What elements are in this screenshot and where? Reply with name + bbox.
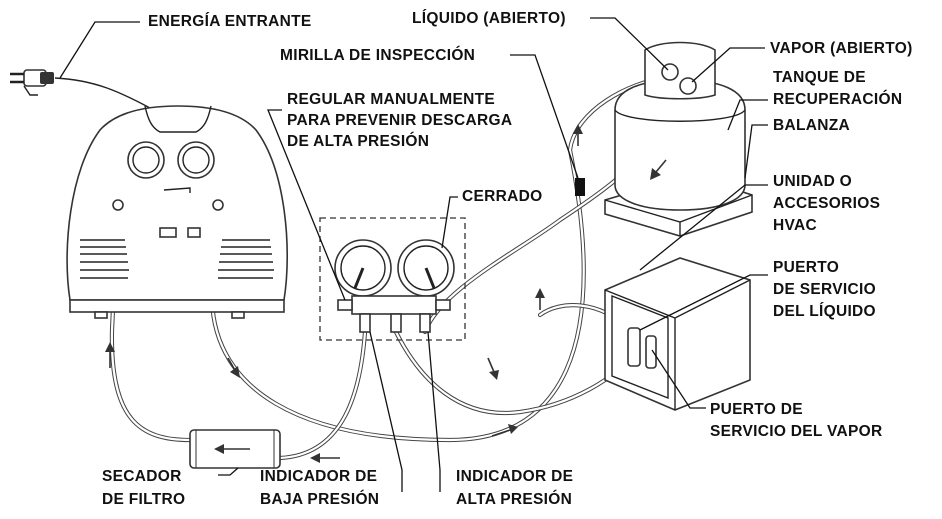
power-cord: [54, 77, 151, 109]
label-regulate-line2: PARA PREVENIR DESCARGA: [287, 112, 512, 129]
port-right: [212, 199, 224, 211]
high-side-valve-knob: [435, 299, 451, 311]
sight-glass-icon: [575, 178, 585, 196]
label-hvac-line3: HVAC: [773, 217, 817, 234]
hose-manifold-to-drier: [277, 329, 368, 461]
filter-drier: [189, 429, 281, 469]
flow-arrow-left-bottom: [310, 453, 340, 463]
label-closed: CERRADO: [462, 188, 542, 205]
label-low-gauge-line1: INDICADOR DE: [260, 468, 377, 485]
flow-arrow-up-left: [105, 342, 115, 368]
label-vapor-port-line2: SERVICIO DEL VAPOR: [710, 423, 883, 440]
flow-arrow-down: [227, 357, 240, 378]
label-vapor-open: VAPOR (ABIERTO): [770, 40, 913, 57]
flow-arrow-up-center: [535, 288, 545, 310]
label-filter-drier-line2: DE FILTRO: [102, 491, 185, 508]
label-liquid-port-line3: DEL LÍQUIDO: [773, 303, 876, 320]
label-hvac-line2: ACCESORIOS: [773, 195, 880, 212]
label-recovery-tank-line1: TANQUE DE: [773, 69, 866, 86]
hvac-unit: [604, 257, 751, 411]
flow-arrow-up-tank: [573, 124, 583, 146]
label-liquid-port-line2: DE SERVICIO: [773, 281, 876, 298]
label-hvac-line1: UNIDAD O: [773, 173, 852, 190]
flow-arrow-down-center: [487, 357, 499, 380]
label-regulate-line1: REGULAR MANUALMENTE: [287, 91, 495, 108]
recovery-tank-scale: [604, 41, 753, 237]
manifold-frame: [319, 217, 466, 341]
label-sight-glass: MIRILLA DE INSPECCIÓN: [280, 46, 475, 64]
recovery-machine: [66, 105, 288, 319]
label-low-gauge-line2: BAJA PRESIÓN: [260, 490, 379, 508]
label-recovery-tank-line2: RECUPERACIÓN: [773, 90, 902, 108]
leader-lines: [59, 17, 768, 492]
label-liquid-open: LÍQUIDO (ABIERTO): [412, 10, 566, 27]
flow-arrow-down-tank: [650, 159, 667, 180]
hose-manifold-to-vapor-port: [393, 329, 643, 416]
hose-drier-to-machine: [109, 202, 193, 443]
port-left: [112, 199, 124, 211]
label-incoming-power: ENERGÍA ENTRANTE: [148, 13, 312, 30]
vapor-service-port: [645, 335, 657, 369]
low-side-valve-knob: [337, 299, 353, 311]
flow-arrow-right-bottom: [491, 424, 518, 437]
flow-arrows: [105, 124, 667, 463]
label-high-gauge-line1: INDICADOR DE: [456, 468, 573, 485]
label-regulate-line3: DE ALTA PRESIÓN: [287, 132, 429, 150]
label-high-gauge-line2: ALTA PRESIÓN: [456, 490, 572, 508]
label-scale: BALANZA: [773, 117, 850, 134]
switch-icon: [159, 227, 177, 238]
gauge-manifold: [319, 217, 466, 341]
liquid-service-port: [627, 327, 641, 367]
power-plug-icon: [10, 69, 54, 96]
hose-machine-to-tank: [209, 75, 668, 443]
label-vapor-port-line1: PUERTO DE: [710, 401, 803, 418]
labels: ENERGÍA ENTRANTE LÍQUIDO (ABIERTO) MIRIL…: [102, 10, 913, 508]
label-filter-drier-line1: SECADOR: [102, 468, 182, 485]
label-liquid-port-line1: PUERTO: [773, 259, 839, 276]
